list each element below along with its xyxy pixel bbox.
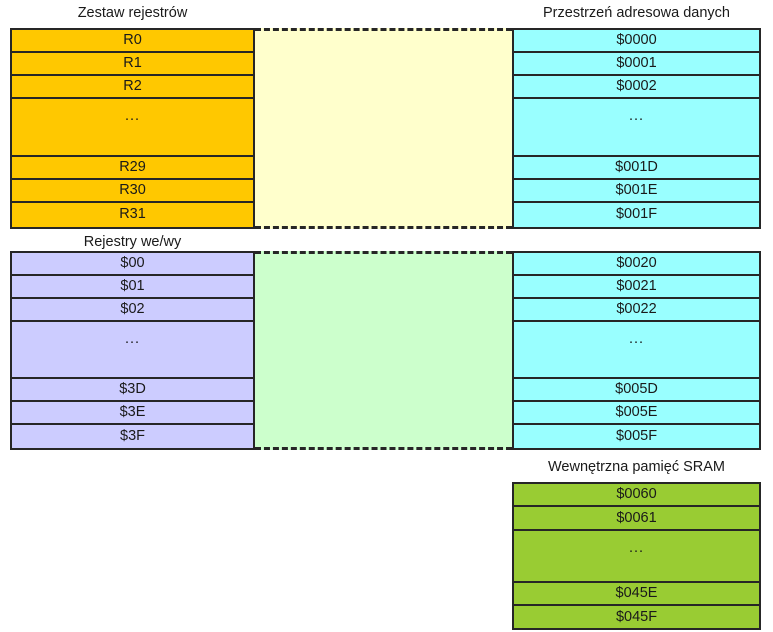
memory-cell: $0000 bbox=[514, 30, 759, 53]
caption-data-address-space: Przestrzeń adresowa danych bbox=[543, 5, 730, 21]
memory-cell-ellipsis: ... bbox=[514, 99, 759, 157]
memory-cell: R0 bbox=[12, 30, 253, 53]
memory-cell: $3D bbox=[12, 379, 253, 402]
memory-cell: $001D bbox=[514, 157, 759, 180]
connector-band-register-file bbox=[255, 28, 512, 229]
memory-cell: $0060 bbox=[514, 484, 759, 508]
memory-cell: $02 bbox=[12, 299, 253, 322]
memory-cell: R31 bbox=[119, 206, 146, 223]
io-registers-block: $00 $01 $02 ... $3D $3E $3F bbox=[10, 251, 255, 450]
memory-cell: $0021 bbox=[514, 276, 759, 299]
memory-cell: $001E bbox=[514, 180, 759, 203]
caption-io-registers: Rejestry we/wy bbox=[83, 234, 182, 250]
memory-cell: $005E bbox=[514, 402, 759, 425]
memory-cell-ellipsis: ... bbox=[12, 99, 253, 157]
memory-cell: $0001 bbox=[514, 53, 759, 76]
memory-cell-ellipsis: ... bbox=[514, 531, 759, 584]
memory-cell: $005F bbox=[615, 427, 658, 444]
data-space-upper-block: $0000 $0001 $0002 ... $001D $001E $001F bbox=[512, 28, 761, 229]
memory-cell: $0022 bbox=[514, 299, 759, 322]
memory-cell: $005D bbox=[514, 379, 759, 402]
memory-cell-ellipsis: ... bbox=[12, 322, 253, 379]
memory-cell: $00 bbox=[12, 253, 253, 276]
memory-cell: $001F bbox=[615, 206, 658, 223]
memory-cell: R1 bbox=[12, 53, 253, 76]
memory-cell: R29 bbox=[12, 157, 253, 180]
memory-cell: $3E bbox=[12, 402, 253, 425]
register-file-block: R0 R1 R2 ... R29 R30 R31 bbox=[10, 28, 255, 229]
caption-internal-sram: Wewnętrzna pamięć SRAM bbox=[547, 459, 726, 475]
memory-cell-ellipsis: ... bbox=[514, 322, 759, 379]
memory-cell: $01 bbox=[12, 276, 253, 299]
memory-cell: $045F bbox=[615, 608, 658, 625]
memory-cell: $045E bbox=[514, 583, 759, 606]
data-space-lower-block: $0020 $0021 $0022 ... $005D $005E $005F bbox=[512, 251, 761, 450]
memory-cell: $0061 bbox=[514, 507, 759, 531]
memory-cell: $0002 bbox=[514, 76, 759, 99]
internal-sram-block: $0060 $0061 ... $045E $045F bbox=[512, 482, 761, 630]
connector-band-io-registers bbox=[255, 251, 512, 450]
memory-cell: R30 bbox=[12, 180, 253, 203]
memory-cell: R2 bbox=[12, 76, 253, 99]
memory-cell: $3F bbox=[120, 427, 145, 444]
memory-cell: $0020 bbox=[514, 253, 759, 276]
caption-register-file: Zestaw rejestrów bbox=[77, 5, 188, 21]
